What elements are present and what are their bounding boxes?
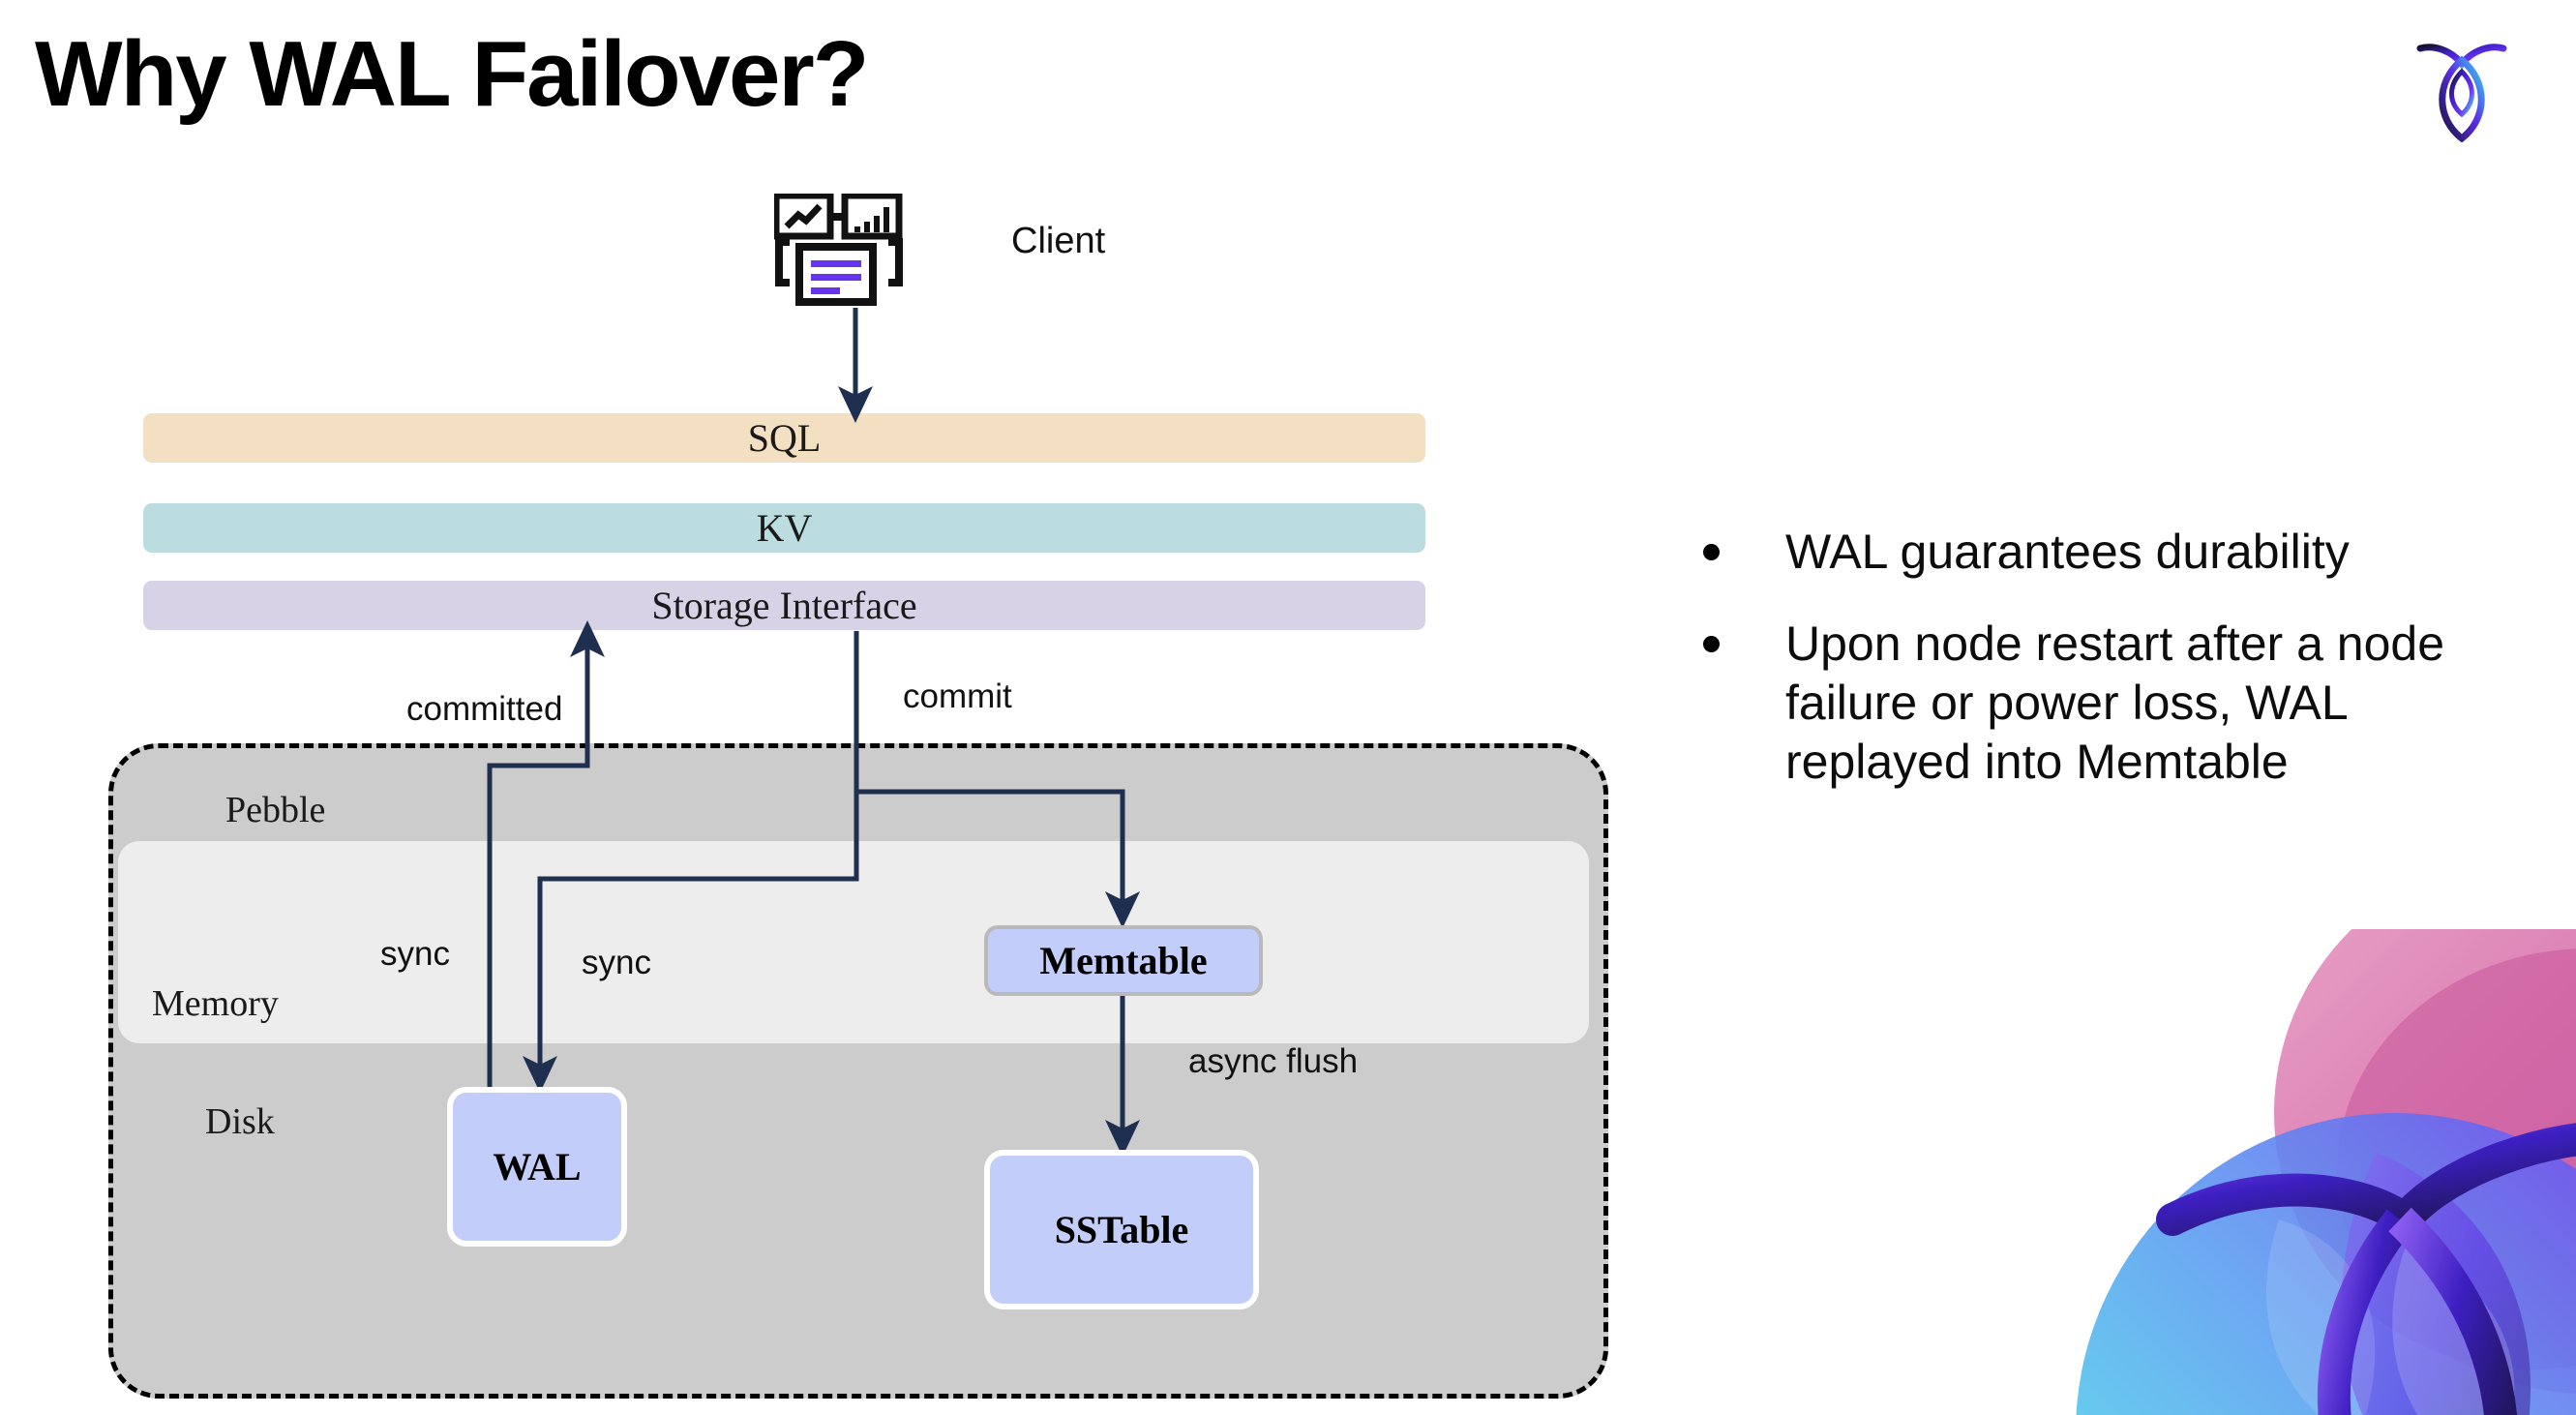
page-title: Why WAL Failover? bbox=[35, 22, 869, 126]
layer-bar-kv: KV bbox=[143, 503, 1425, 553]
disk-label: Disk bbox=[205, 1101, 275, 1142]
edge-label-sync-left: sync bbox=[380, 935, 450, 973]
bullet-text: Upon node restart after a node failure o… bbox=[1785, 617, 2445, 789]
list-item: Upon node restart after a node failure o… bbox=[1703, 615, 2535, 792]
bullet-text: WAL guarantees durability bbox=[1785, 525, 2350, 579]
bullet-list: WAL guarantees durability Upon node rest… bbox=[1703, 523, 2535, 825]
node-sstable: SSTable bbox=[984, 1150, 1259, 1310]
layer-bar-storage-interface: Storage Interface bbox=[143, 581, 1425, 630]
node-wal: WAL bbox=[447, 1087, 627, 1247]
node-wal-label: WAL bbox=[493, 1145, 582, 1189]
client-label: Client bbox=[1011, 221, 1106, 261]
cockroachdb-watermark bbox=[1989, 929, 2576, 1415]
bullet-dot-icon bbox=[1703, 636, 1720, 652]
list-item: WAL guarantees durability bbox=[1703, 523, 2535, 582]
bullet-dot-icon bbox=[1703, 544, 1720, 560]
node-memtable-label: Memtable bbox=[1039, 939, 1208, 982]
layer-bar-storage-interface-label: Storage Interface bbox=[651, 584, 917, 627]
edge-label-commit: commit bbox=[903, 677, 1012, 715]
pebble-label: Pebble bbox=[225, 790, 326, 830]
layer-bar-kv-label: KV bbox=[756, 506, 813, 550]
edge-label-committed: committed bbox=[406, 690, 563, 728]
memory-label: Memory bbox=[152, 983, 279, 1024]
layer-bar-sql-label: SQL bbox=[747, 416, 822, 460]
node-sstable-label: SSTable bbox=[1054, 1208, 1189, 1251]
cockroachdb-logo-icon bbox=[2414, 37, 2509, 143]
client-dashboard-icon bbox=[772, 192, 929, 315]
layer-bar-sql: SQL bbox=[143, 413, 1425, 463]
memory-region bbox=[118, 841, 1589, 1043]
edge-label-async-flush: async flush bbox=[1188, 1042, 1359, 1080]
node-memtable: Memtable bbox=[984, 925, 1263, 996]
edge-label-sync-right: sync bbox=[582, 944, 651, 981]
